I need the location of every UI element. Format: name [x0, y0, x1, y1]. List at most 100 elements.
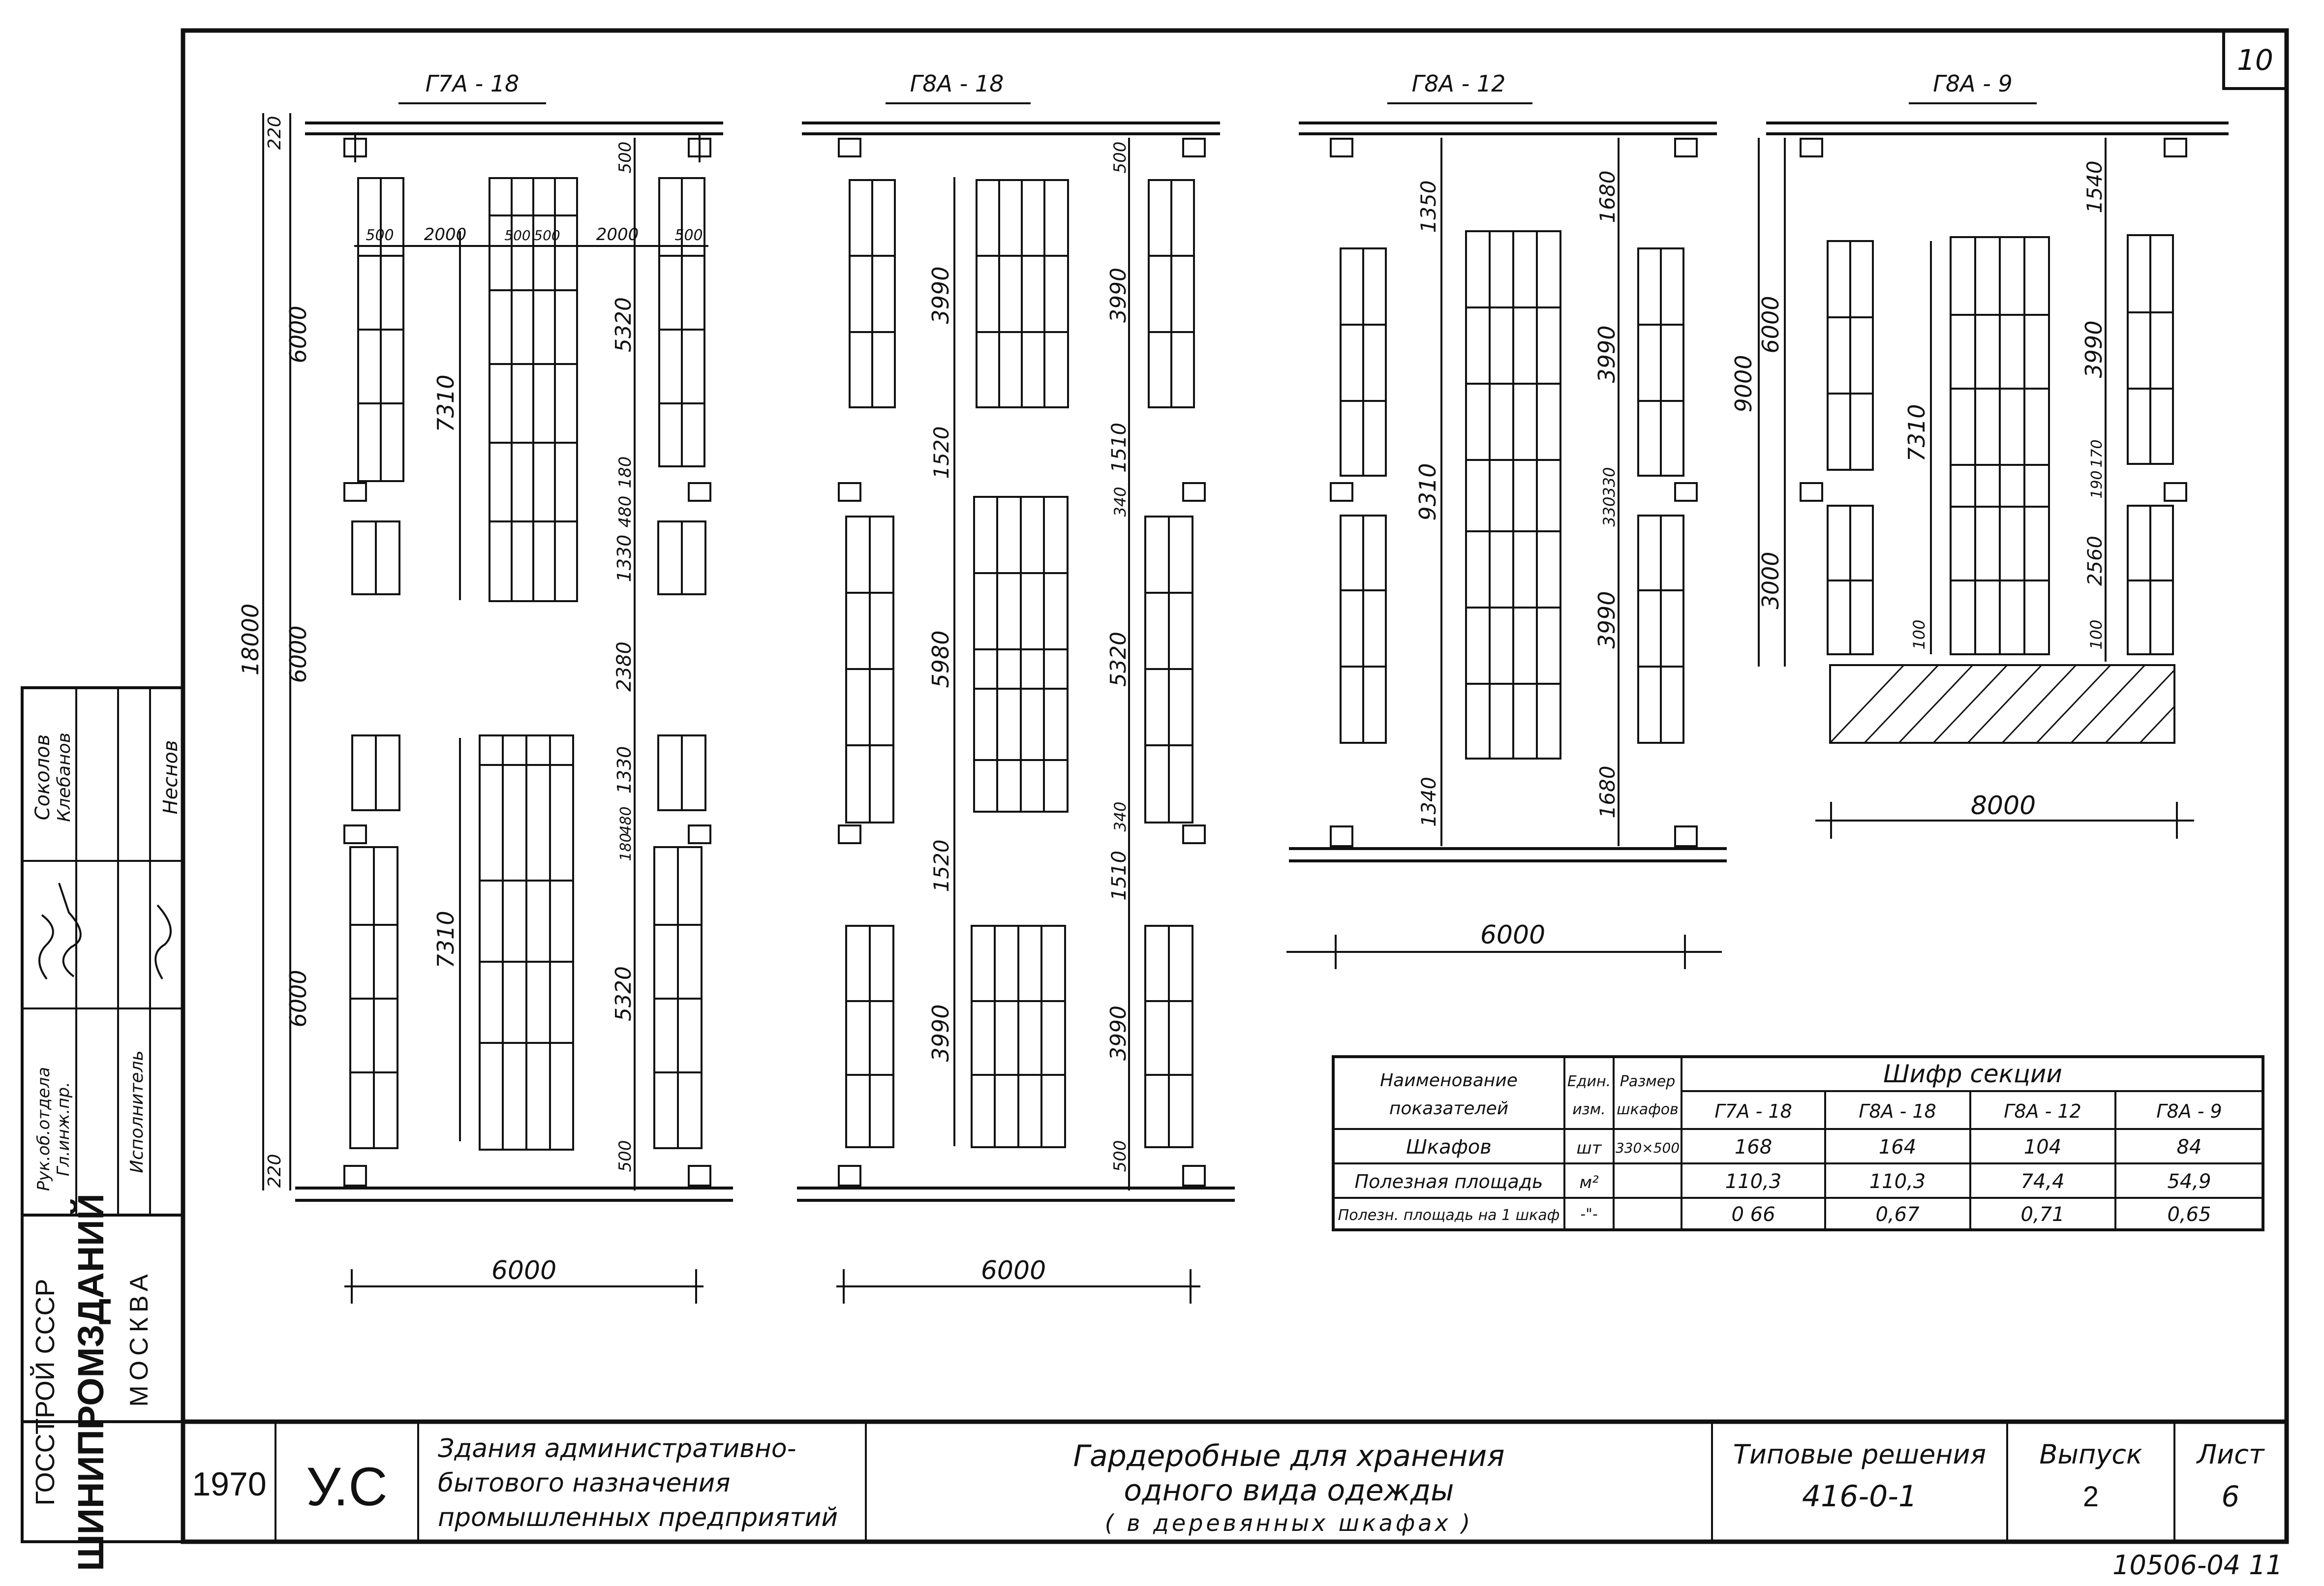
dim-label: 6000	[285, 305, 311, 363]
stamp-role: Исполнитель	[127, 1050, 147, 1173]
table-cell: 74,4	[2020, 1170, 2064, 1193]
column-marker	[343, 824, 367, 844]
dim-label: 3990	[1593, 325, 1620, 383]
dim-label: 330	[1600, 467, 1619, 497]
signature	[154, 904, 172, 980]
dim-label: 9000	[1730, 355, 1757, 412]
dim-label: 340	[1111, 487, 1130, 517]
table-cell: 0 66	[1731, 1203, 1775, 1226]
column-marker	[1674, 825, 1698, 847]
hatching	[1829, 664, 2175, 744]
dim-label: 2560	[2084, 536, 2107, 586]
dim-label: 500	[615, 1140, 635, 1172]
column-marker	[1674, 138, 1698, 157]
dim-label: 7310	[1903, 404, 1930, 461]
dim-label: 1680	[1595, 171, 1620, 223]
dim-label: 3990	[2080, 320, 2107, 378]
dim-label: 180	[617, 833, 635, 861]
table-row-unit: м²	[1579, 1173, 1599, 1192]
issue-label: Выпуск	[2039, 1439, 2142, 1470]
stamp-name: Неснов	[159, 740, 182, 815]
dim-label: 180	[615, 457, 635, 488]
plan-title: Г7А - 18	[426, 70, 520, 97]
dim-label: 500	[534, 227, 560, 244]
column-marker	[688, 482, 711, 502]
dim-label: 7310	[432, 911, 459, 968]
dim-label: 500	[1110, 142, 1130, 174]
table-cell: 164	[1879, 1136, 1916, 1159]
dim-label: 1510	[1108, 851, 1131, 901]
dim-label: 1520	[929, 427, 953, 479]
dim-label: 1350	[1416, 181, 1440, 233]
plan-title: Г8А - 18	[910, 70, 1004, 97]
dim-label: 2000	[424, 225, 467, 244]
dim-width: 6000	[981, 1256, 1046, 1285]
signature	[38, 914, 54, 980]
table-col-header: Г8А - 9	[2156, 1100, 2222, 1122]
stamp-org: МОСКВА	[125, 1269, 153, 1406]
table-header-unit: изм.	[1572, 1101, 1606, 1118]
dim-label: 190	[2088, 470, 2106, 498]
dim-label: 3000	[1757, 551, 1784, 609]
column-marker	[2164, 138, 2187, 157]
dim-label: 220	[265, 116, 285, 150]
dim-label: 6000	[285, 625, 311, 683]
dim-label: 500	[674, 227, 703, 244]
dim-label: 6000	[1757, 296, 1784, 353]
table-header-name: Наименование	[1380, 1070, 1518, 1091]
table-cell: 104	[2024, 1136, 2061, 1159]
table-row-unit: шт	[1577, 1138, 1602, 1158]
column-marker	[343, 482, 367, 502]
dim-label: 100	[1910, 619, 1928, 649]
table-col-header: Г8А - 18	[1859, 1100, 1936, 1122]
column-marker	[1330, 482, 1353, 502]
dim-label: 5320	[611, 297, 636, 352]
stamp-org: ШИНИПРОМЗДАНИЙ	[70, 1193, 111, 1571]
dim-label: 100	[2087, 619, 2106, 649]
dim-label: 330	[1600, 496, 1619, 526]
table-cell: 0,71	[2020, 1203, 2064, 1226]
dim-label: 9310	[1414, 463, 1441, 520]
table-col-header: Г7А - 18	[1714, 1100, 1792, 1122]
dim-label: 500	[615, 142, 635, 174]
column-marker	[1182, 482, 1206, 502]
dim-label: 7310	[432, 374, 459, 432]
column-marker	[838, 482, 861, 502]
dim-label: 3990	[1106, 1006, 1131, 1061]
dim-label: 2380	[613, 641, 636, 692]
table-header-group: Шифр секции	[1883, 1060, 2062, 1088]
title-mark: У.С	[306, 1457, 387, 1517]
dim-label: 500	[1110, 1140, 1130, 1172]
sheet-title-line: одного вида одежды	[1124, 1473, 1454, 1508]
column-marker	[838, 1165, 861, 1187]
column-marker	[343, 1165, 367, 1187]
column-marker	[688, 134, 711, 162]
dim-label: 340	[1111, 801, 1130, 831]
column-marker	[688, 1165, 711, 1187]
dim-width: 8000	[1971, 791, 2036, 821]
column-marker	[1182, 824, 1206, 844]
signature	[58, 883, 82, 977]
table-cell: 84	[2177, 1136, 2202, 1159]
table-cell: 0,65	[2167, 1203, 2211, 1226]
dim-label: 170	[2088, 439, 2106, 467]
table-header-size: Размер	[1620, 1073, 1676, 1090]
dim-width: 6000	[491, 1256, 556, 1285]
column-marker	[1800, 138, 1823, 157]
table-row-name: Шкафов	[1406, 1136, 1492, 1159]
column-marker	[1330, 825, 1353, 847]
dim-label: 5320	[611, 966, 636, 1021]
sheet-number: 10	[2237, 43, 2273, 77]
dim-label: 3990	[1593, 591, 1620, 648]
sheet-title-line: ( в деревянных шкафах )	[1105, 1510, 1473, 1536]
dim-label: 1520	[929, 840, 953, 892]
project-name-line: Здания административно-	[438, 1434, 796, 1464]
table-col-header: Г8А - 12	[2004, 1100, 2081, 1122]
dim-label: 3990	[927, 266, 954, 324]
sheet-title-line: Гардеробные для хранения	[1073, 1439, 1505, 1473]
sheet-value: 6	[2222, 1480, 2240, 1513]
table-cell: 168	[1735, 1136, 1772, 1159]
series-label: Типовые решения	[1733, 1439, 1986, 1470]
dim-label: 3990	[1106, 268, 1131, 323]
title-block: 1970 У.С Здания административно- бытовог…	[183, 1419, 2287, 1542]
